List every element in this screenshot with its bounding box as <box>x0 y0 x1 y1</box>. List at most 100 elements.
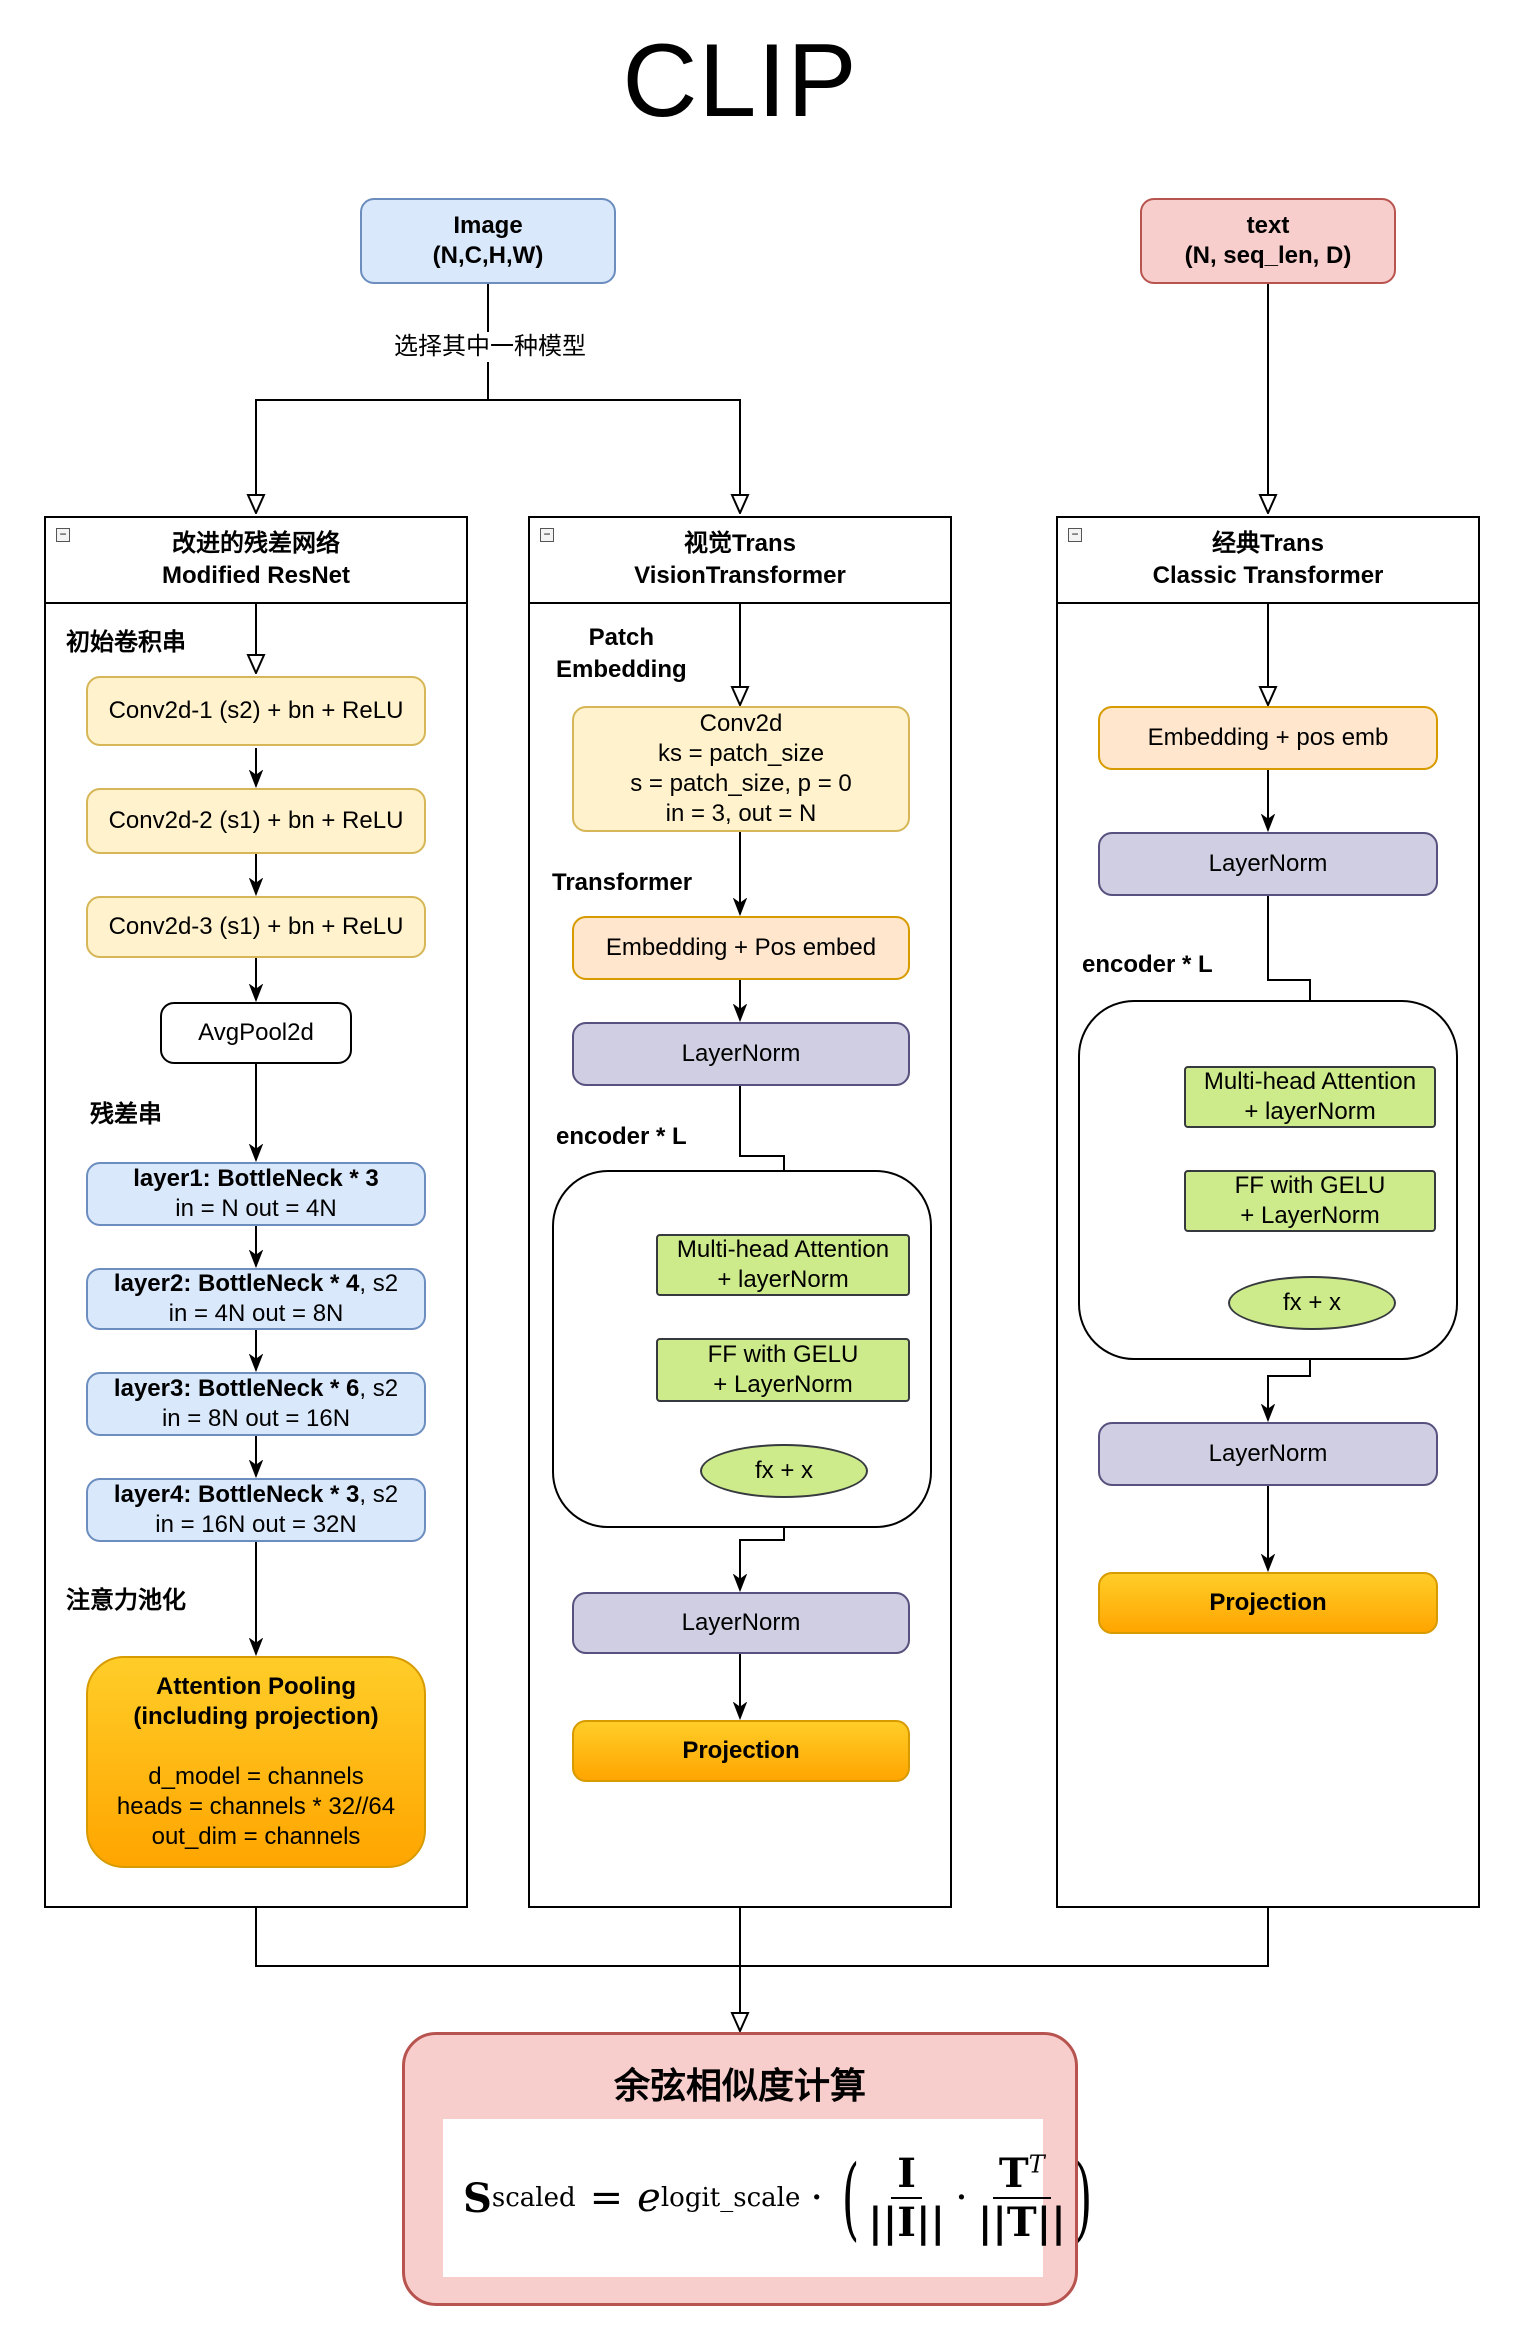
collapse-icon[interactable]: − <box>1068 528 1082 542</box>
classic-projection-block: Projection <box>1098 1572 1438 1634</box>
attn-pool-subtitle: (including projection) <box>133 1703 379 1730</box>
attn-pool-heads: heads = channels * 32//64 <box>116 1793 396 1820</box>
layer3-block: layer3: BottleNeck * 6, s2 in = 8N out =… <box>86 1372 426 1436</box>
classic-panel: − 经典Trans Classic Transformer <box>1056 516 1480 1908</box>
formula-dot: · <box>810 2175 824 2221</box>
layer3-stride: , s2 <box>359 1375 399 1402</box>
edge-image-to-resnet <box>256 282 489 512</box>
formula-i-num: I <box>891 2150 922 2199</box>
vit-projection-block: Projection <box>572 1720 910 1782</box>
choose-model-label: 选择其中一种模型 <box>394 332 586 362</box>
vit-mha-block: Multi-head Attention + layerNorm <box>656 1234 910 1296</box>
classic-ff-line1: FF with GELU <box>1234 1172 1386 1199</box>
vit-section-transformer: Transformer <box>552 869 693 896</box>
layer4-block: layer4: BottleNeck * 3, s2 in = 16N out … <box>86 1478 426 1542</box>
classic-title-en: Classic Transformer <box>1152 562 1384 589</box>
formula-t-den: ||T|| <box>977 2199 1066 2246</box>
layer1-io: in = N out = 4N <box>175 1195 337 1222</box>
vit-mha-line2: + layerNorm <box>717 1266 849 1293</box>
vit-title-en: VisionTransformer <box>634 562 846 589</box>
resnet-title-en: Modified ResNet <box>161 562 350 589</box>
vit-title-cn: 视觉Trans <box>683 530 797 557</box>
resnet-section-res: 残差串 <box>90 1101 162 1128</box>
classic-mha-block: Multi-head Attention + layerNorm <box>1184 1066 1436 1128</box>
layer4-stride: , s2 <box>359 1481 399 1508</box>
layer3-name: layer3: BottleNeck * 6 <box>113 1375 360 1402</box>
classic-panel-header: 经典Trans Classic Transformer <box>1058 518 1478 604</box>
edge-merge <box>255 1906 1269 1967</box>
classic-ff-line2: + LayerNorm <box>1240 1202 1380 1229</box>
resnet-panel: − 改进的残差网络 Modified ResNet <box>44 516 468 1908</box>
layer1-block: layer1: BottleNeck * 3 in = N out = 4N <box>86 1162 426 1226</box>
layer2-block: layer2: BottleNeck * 4, s2 in = 4N out =… <box>86 1268 426 1330</box>
classic-embedding-block: Embedding + pos emb <box>1098 706 1438 770</box>
edge-image-to-vit <box>488 399 740 512</box>
vit-layernorm-post: LayerNorm <box>572 1592 910 1654</box>
page-title: CLIP <box>622 23 858 139</box>
attn-pool-outdim: out_dim = channels <box>151 1823 361 1850</box>
layer2-name: layer2: BottleNeck * 4 <box>113 1270 360 1297</box>
formula-t-sup: T <box>1028 2150 1045 2179</box>
vit-panel: − 视觉Trans VisionTransformer <box>528 516 952 1908</box>
classic-mha-line2: + layerNorm <box>1244 1098 1376 1125</box>
vit-conv-stride: s = patch_size, p = 0 <box>630 770 852 797</box>
vit-ff-block: FF with GELU + LayerNorm <box>656 1338 910 1402</box>
resnet-section-conv: 初始卷积串 <box>66 629 186 656</box>
formula-i-den: ||I|| <box>868 2199 946 2246</box>
vit-conv-io: in = 3, out = N <box>665 800 817 827</box>
formula-e-sup: logit_scale <box>660 2183 801 2213</box>
resnet-panel-header: 改进的残差网络 Modified ResNet <box>46 518 466 604</box>
vit-conv-ks: ks = patch_size <box>657 740 825 767</box>
vit-mha-line1: Multi-head Attention <box>676 1236 890 1263</box>
attention-pooling-block: Attention Pooling (including projection)… <box>86 1656 426 1868</box>
conv-block-2: Conv2d-2 (s1) + bn + ReLU <box>86 788 426 854</box>
classic-mha-line1: Multi-head Attention <box>1203 1068 1417 1095</box>
text-input-node: text (N, seq_len, D) <box>1140 198 1396 284</box>
image-input-node: Image (N,C,H,W) <box>360 198 616 284</box>
image-input-label: Image <box>453 212 523 239</box>
collapse-icon[interactable]: − <box>56 528 70 542</box>
resnet-section-attn: 注意力池化 <box>66 1587 186 1614</box>
vit-embedding-block: Embedding + Pos embed <box>572 916 910 980</box>
layer2-io: in = 4N out = 8N <box>168 1300 344 1327</box>
vit-conv-block: Conv2d ks = patch_size s = patch_size, p… <box>572 706 910 832</box>
vit-section-patch-line2: Embedding <box>556 656 687 683</box>
formula-eq: = <box>589 2175 624 2221</box>
similarity-block: 余弦相似度计算 S scaled = e logit_scale · ( I |… <box>402 2032 1092 2306</box>
resnet-title-cn: 改进的残差网络 <box>172 530 340 557</box>
image-input-shape: (N,C,H,W) <box>432 242 544 269</box>
vit-section-encoder: encoder * L <box>556 1123 687 1150</box>
similarity-formula: S scaled = e logit_scale · ( I ||I|| · T… <box>443 2119 1092 2277</box>
classic-ff-block: FF with GELU + LayerNorm <box>1184 1170 1436 1232</box>
collapse-icon[interactable]: − <box>540 528 554 542</box>
vit-residual-node: fx + x <box>700 1444 868 1498</box>
text-input-shape: (N, seq_len, D) <box>1184 242 1352 269</box>
vit-ff-line1: FF with GELU <box>707 1341 859 1368</box>
classic-layernorm-pre: LayerNorm <box>1098 832 1438 896</box>
similarity-title: 余弦相似度计算 <box>613 2065 866 2106</box>
vit-layernorm-pre: LayerNorm <box>572 1022 910 1086</box>
avgpool-block: AvgPool2d <box>160 1002 352 1064</box>
formula-t-num: T <box>998 2150 1029 2197</box>
attn-pool-title: Attention Pooling <box>156 1673 356 1700</box>
vit-ff-line2: + LayerNorm <box>713 1371 853 1398</box>
text-input-label: text <box>1246 212 1290 239</box>
vit-panel-header: 视觉Trans VisionTransformer <box>530 518 950 604</box>
vit-conv-name: Conv2d <box>699 710 783 737</box>
formula-s: S <box>463 2174 492 2222</box>
attn-pool-dmodel: d_model = channels <box>148 1763 364 1790</box>
layer4-name: layer4: BottleNeck * 3 <box>113 1481 360 1508</box>
layer4-io: in = 16N out = 32N <box>155 1511 357 1538</box>
classic-layernorm-post: LayerNorm <box>1098 1422 1438 1486</box>
layer1-name: layer1: BottleNeck * 3 <box>133 1165 379 1192</box>
classic-residual-node: fx + x <box>1228 1276 1396 1330</box>
conv-block-3: Conv2d-3 (s1) + bn + ReLU <box>86 896 426 958</box>
classic-title-cn: 经典Trans <box>1211 530 1325 557</box>
layer2-stride: , s2 <box>359 1270 399 1297</box>
conv-block-1: Conv2d-1 (s2) + bn + ReLU <box>86 676 426 746</box>
formula-e: e <box>637 2175 661 2221</box>
vit-section-patch: Patch Embedding <box>556 622 687 686</box>
formula-s-sub: scaled <box>491 2183 576 2213</box>
layer3-io: in = 8N out = 16N <box>161 1405 351 1432</box>
classic-section-encoder: encoder * L <box>1082 951 1213 978</box>
